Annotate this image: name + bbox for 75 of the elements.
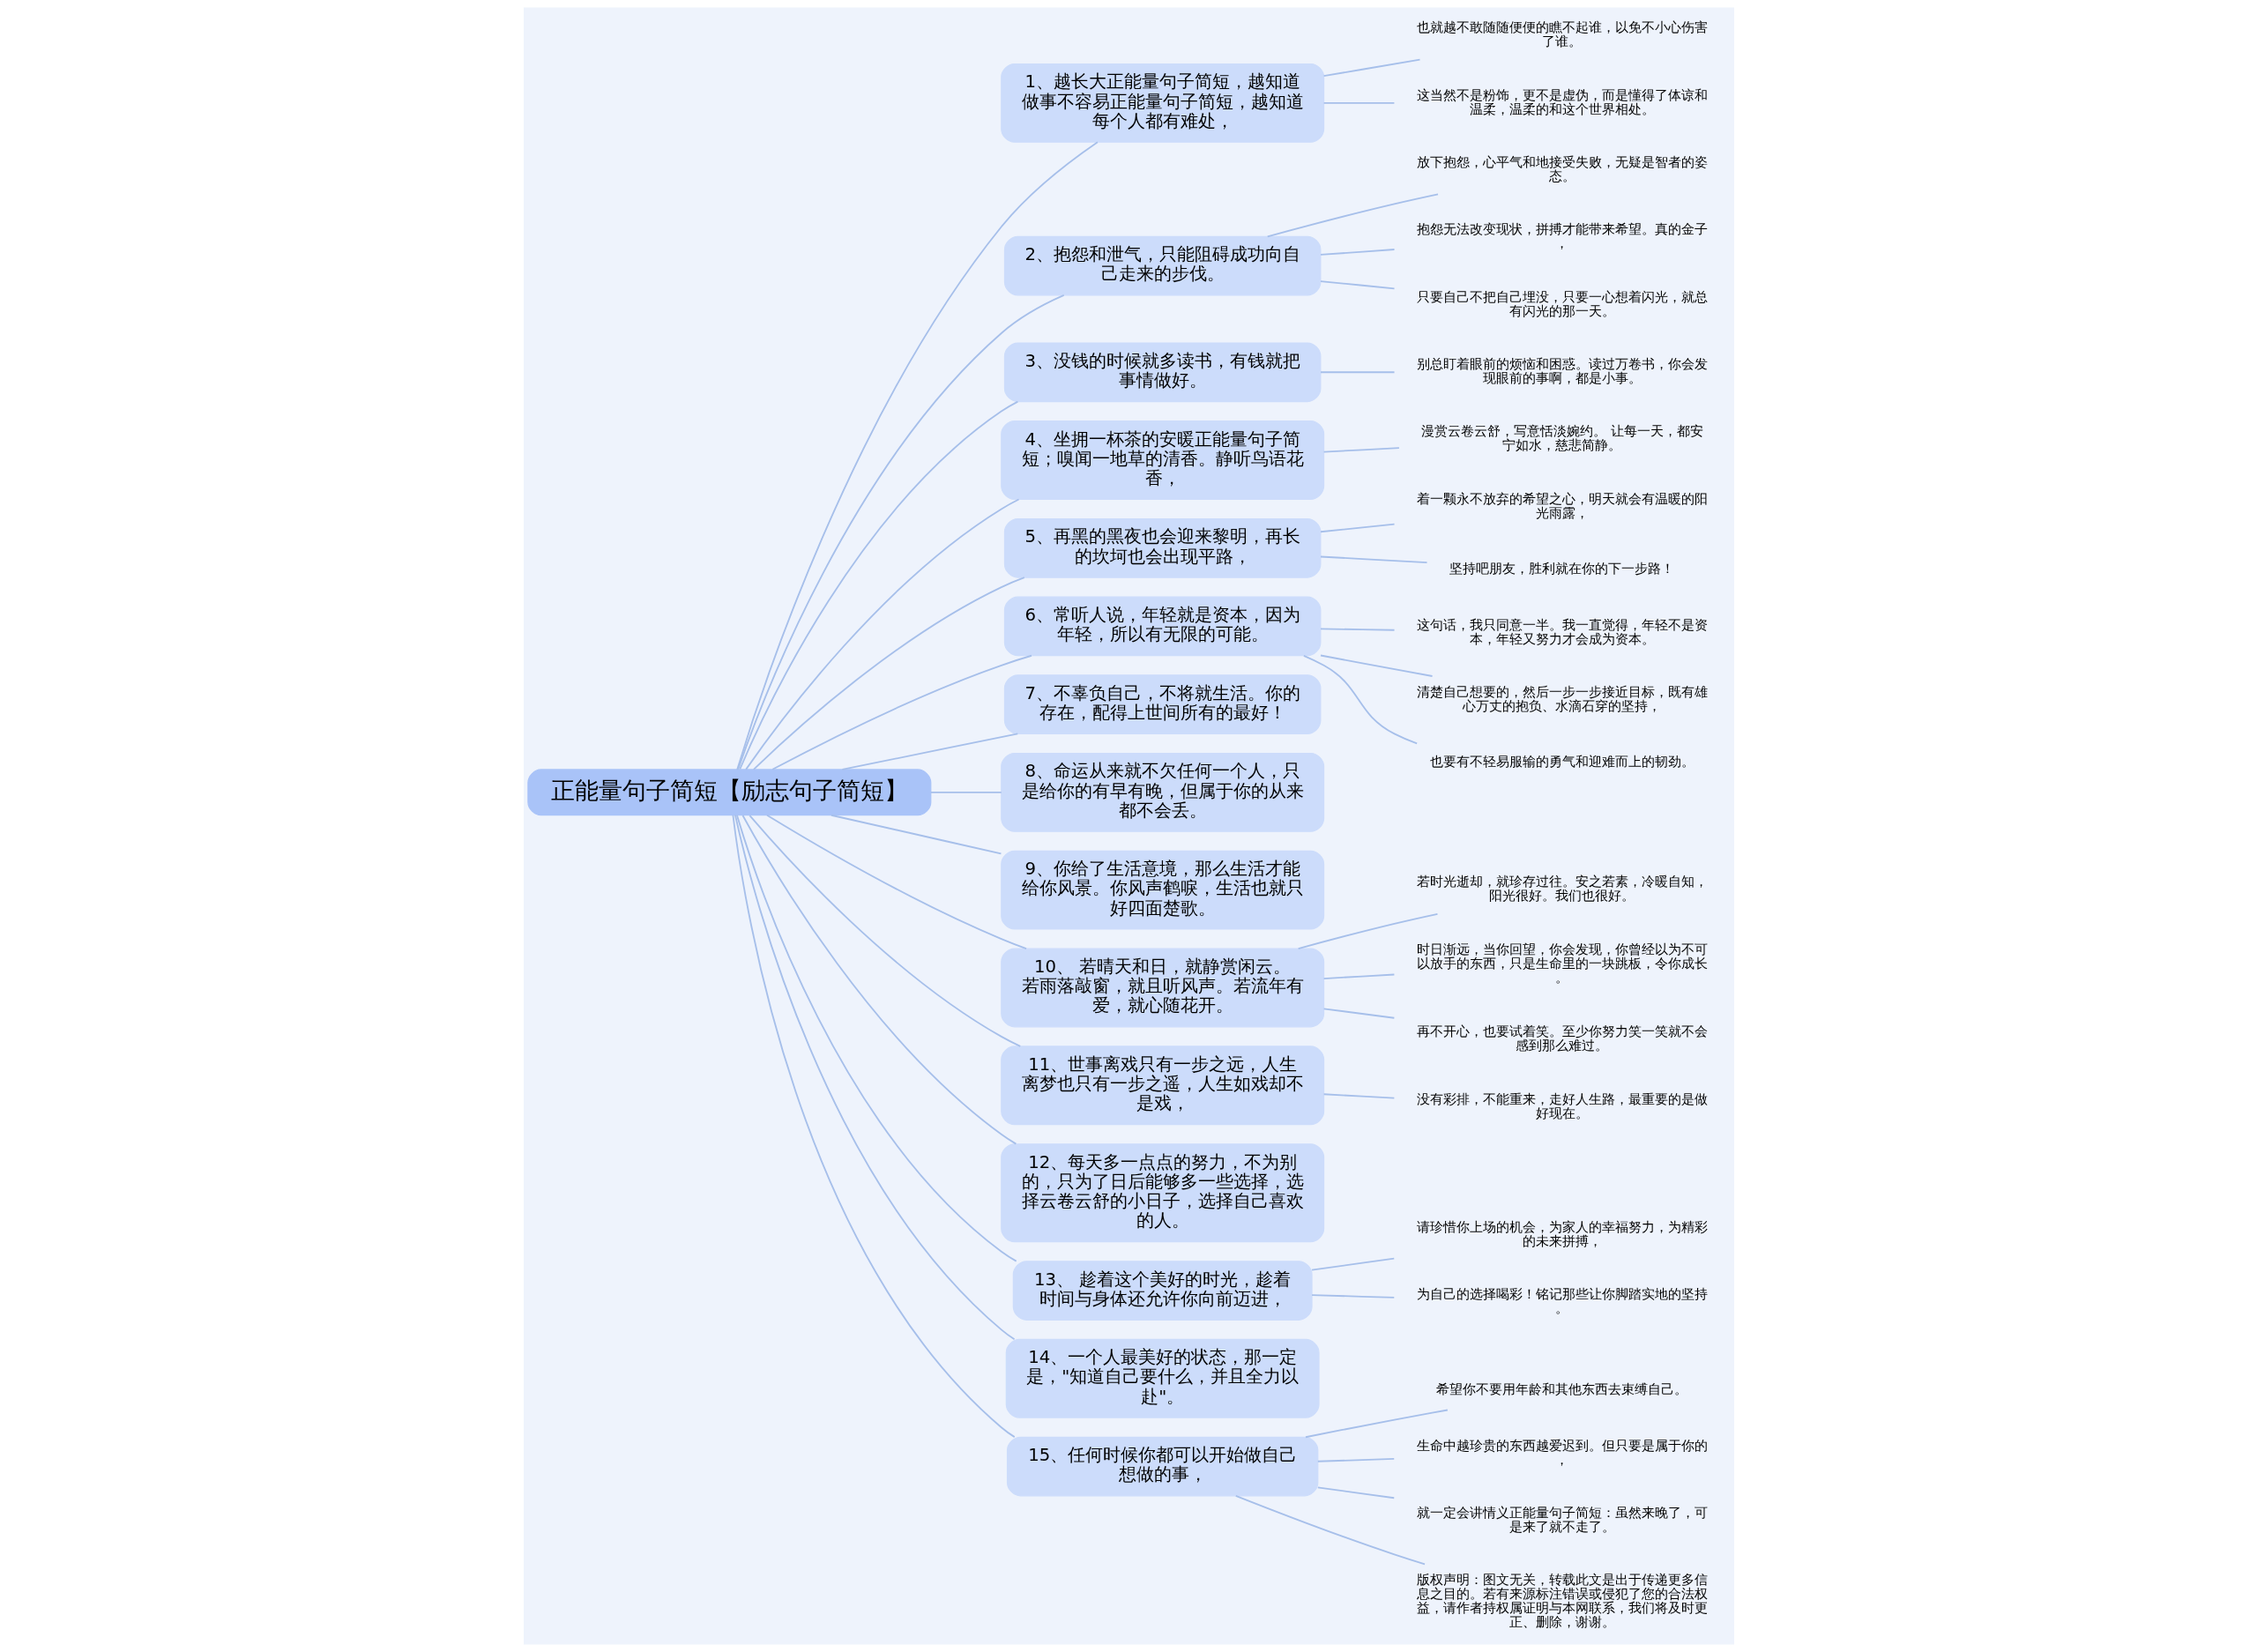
connector	[1322, 1008, 1395, 1019]
connector	[1322, 58, 1420, 78]
node-box: 1、越长大正能量句子简短，越知道做事不容易正能量句子简短，越知道每个人都有难处，	[1000, 63, 1324, 143]
node-text: 坚持吧朋友，胜利就在你的下一步路！	[1449, 561, 1674, 577]
connector	[1304, 1409, 1449, 1439]
connector	[1266, 193, 1439, 238]
connector	[1322, 1093, 1395, 1099]
node-text: 版权声明：图文无关，转载此文是出于传递更多信息之目的。若有来源标注错误或侵犯了您的合法权益，请作者持权属证明与本网联系，我们将及时更正、删除，谢谢。	[1416, 1572, 1708, 1630]
node-box: 6、常听人说，年轻就是资本，因为年轻，所以有无限的可能。	[1003, 596, 1321, 657]
connector	[744, 498, 1019, 770]
connector	[1297, 912, 1438, 949]
node-box: 3、没钱的时候就多读书，有钱就把事情做好。	[1003, 342, 1321, 403]
node-box: 5、再黑的黑夜也会迎来黎明，再长的坎坷也会出现平路，	[1003, 517, 1321, 578]
connector	[748, 815, 1021, 1047]
connector	[1322, 447, 1400, 453]
node-text: 时日渐远，当你回望，你会发现，你曾经以为不可以放手的东西，只是生命里的一块跳板，令你成长。	[1416, 941, 1708, 986]
connector	[1316, 1458, 1395, 1462]
node-text: 生命中越珍贵的东西越爱迟到。但只要是属于你的，	[1416, 1437, 1708, 1467]
connector	[1319, 654, 1433, 677]
connector	[1319, 280, 1395, 290]
connector	[1319, 628, 1395, 631]
connector	[771, 654, 1032, 770]
connector	[1319, 555, 1427, 563]
connector	[738, 400, 1018, 770]
node-box: 14、一个人最美好的状态，那一定是，"知道自己要什么，并且全力以赴"。	[1005, 1338, 1320, 1418]
node-text: 这句话，我只同意一半。我一直觉得，年轻不是资本，年轻又努力才会成为资本。	[1416, 616, 1708, 646]
connector	[741, 815, 1017, 1145]
node-text: 清楚自己想要的，然后一步一步接近目标，既有雄心万丈的抱负、水滴石穿的坚持，	[1416, 683, 1708, 713]
node-text: 再不开心，也要试着笑。至少你努力笑一笑就不会感到那么难过。	[1416, 1023, 1708, 1053]
node-text: 抱怨无法改变现状，拼搏才能带来希望。真的金子，	[1416, 221, 1708, 251]
node-text: 漫赏云卷云舒，写意恬淡婉约。 让每一天，都安宁如水，慈悲简静。	[1420, 423, 1703, 453]
node-text: 放下抱怨，心平气和地接受失败，无疑是智者的姿态。	[1416, 154, 1708, 184]
node-text: 就一定会讲情义正能量句子简短：虽然来晚了，可是来了就不走了。	[1416, 1504, 1708, 1534]
connector	[732, 815, 1016, 1439]
node-text: 这当然不是粉饰，更不是虚伪，而是懂得了体谅和温柔，温柔的和这个世界相处。	[1416, 86, 1708, 116]
node-text: 请珍惜你上场的机会，为家人的幸福努力，为精彩的未来拼搏，	[1416, 1219, 1708, 1249]
node-text: 只要自己不把自己埋没，只要一心想着闪光，就总有闪光的那一天。	[1416, 288, 1708, 318]
connector	[929, 791, 1002, 793]
connector	[1234, 1494, 1426, 1566]
node-box: 2、抱怨和泄气，只能阻碍成功向自己走来的步伐。	[1003, 235, 1321, 296]
node-text: 也要有不轻易服输的勇气和迎难而上的韧劲。	[1429, 754, 1695, 770]
node-text: 没有彩排，不能重来，走好人生路，最重要的是做好现在。	[1416, 1090, 1708, 1120]
connector	[1322, 973, 1395, 979]
connector	[765, 814, 1027, 949]
connector	[1322, 101, 1395, 104]
node-text: 别总盯着眼前的烦恼和困惑。读过万卷书，你会发现眼前的事啊，都是小事。	[1416, 356, 1708, 386]
node-box: 15、任何时候你都可以开始做自己想做的事，	[1006, 1436, 1318, 1497]
connector	[735, 814, 1017, 1262]
connector	[1302, 654, 1418, 745]
node-box: 正能量句子简短【励志句子简短】	[526, 769, 931, 816]
connector	[1319, 249, 1395, 256]
node-text: 着一颗永不放弃的希望之心，明天就会有温暖的阳光雨露，	[1416, 490, 1708, 520]
connector	[1310, 1257, 1395, 1271]
connector	[734, 814, 1015, 1341]
connector	[736, 294, 1065, 770]
connector	[1310, 1294, 1395, 1299]
connector	[752, 577, 1025, 770]
node-box: 13、 趁着这个美好的时光，趁着时间与身体还允许你向前迈进，	[1012, 1261, 1313, 1321]
node-box: 9、你给了生活意境，那么生活才能给你风景。你风声鹤唳，生活也就只好四面楚歌。	[1000, 850, 1324, 930]
connector	[841, 733, 1018, 770]
node-box: 8、命运从来就不欠任何一个人，只是给你的有早有晚，但属于你的从来都不会丢。	[1000, 752, 1324, 832]
connector	[1319, 523, 1395, 533]
node-text: 希望你不要用年龄和其他东西去束缚自己。	[1435, 1381, 1687, 1397]
node-text: 为自己的选择喝彩！铭记那些让你脚踏实地的坚持。	[1416, 1286, 1708, 1316]
node-box: 10、 若晴天和日，就静赏闲云。若雨落敲窗，就且听风声。若流年有爱，就心随花开。	[1000, 948, 1324, 1028]
node-text: 也就越不敢随随便便的瞧不起谁，以免不小心伤害了谁。	[1416, 19, 1708, 49]
connector	[1316, 1486, 1395, 1499]
node-box: 11、世事离戏只有一步之远，人生离梦也只有一步之遥，人生如戏却不是戏，	[1000, 1046, 1324, 1126]
connector	[830, 814, 1002, 855]
node-box: 12、每天多一点点的努力，不为别的，只为了日后能够多一些选择，选择云卷云舒的小日子，选择自己喜欢的人。	[1000, 1143, 1324, 1243]
connector	[1319, 371, 1395, 374]
connector	[735, 141, 1099, 770]
node-box: 4、坐拥一杯茶的安暖正能量句子简短；嗅闻一地草的清香。静听鸟语花香，	[1000, 420, 1324, 500]
node-text: 若时光逝却，就珍存过往。安之若素，冷暖自知，阳光很好。我们也很好。	[1416, 874, 1708, 904]
node-box: 7、不辜负自己，不将就生活。你的存在，配得上世间所有的最好！	[1003, 674, 1321, 734]
